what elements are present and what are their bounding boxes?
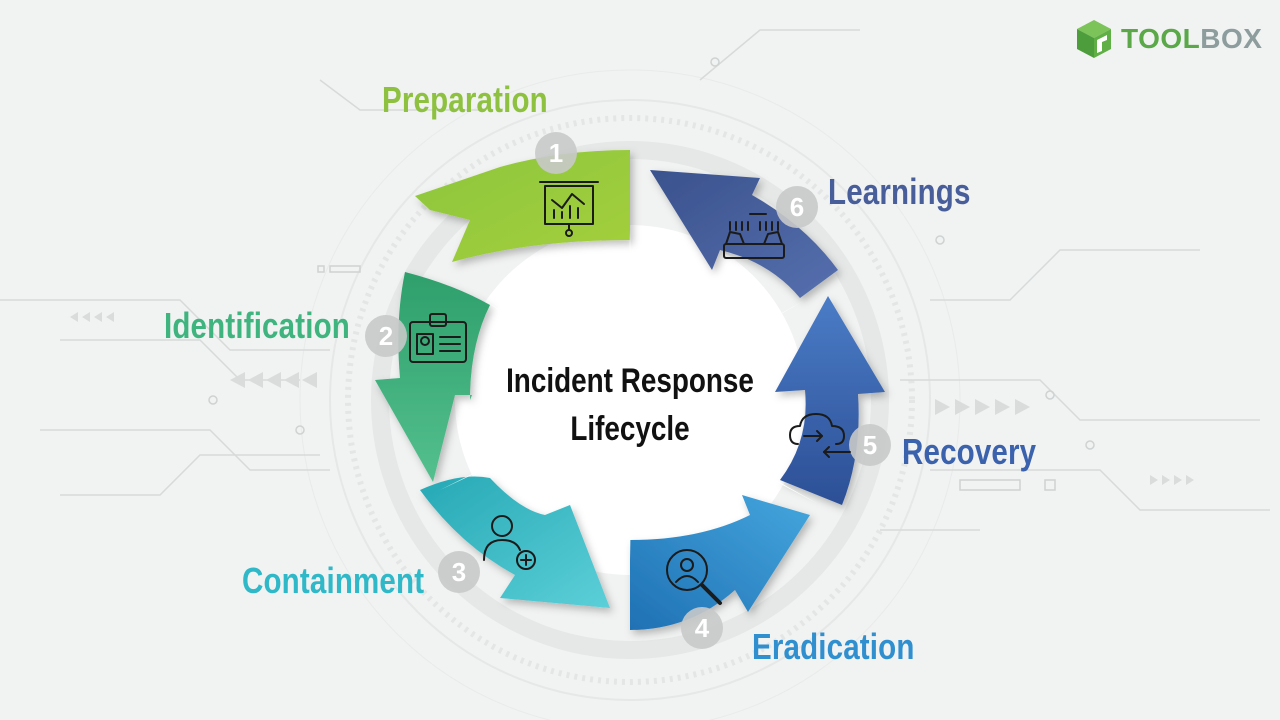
stage-label-eradication: Eradication bbox=[752, 626, 915, 667]
center-title: Incident Response Lifecycle bbox=[499, 357, 761, 453]
arrow-recovery bbox=[775, 296, 885, 505]
badge-number-4: 4 bbox=[695, 613, 710, 643]
badge-3: 3 bbox=[438, 551, 480, 593]
title-line-1: Incident Response bbox=[506, 362, 754, 400]
badge-4: 4 bbox=[681, 607, 723, 649]
stage-label-learnings: Learnings bbox=[828, 171, 971, 212]
cube-icon bbox=[1077, 20, 1111, 58]
logo-text-part2: BOX bbox=[1200, 23, 1263, 54]
badge-number-2: 2 bbox=[379, 321, 393, 351]
toolbox-logo: TOOLBOX bbox=[1075, 18, 1262, 60]
badge-number-5: 5 bbox=[863, 430, 877, 460]
magnify-user-icon bbox=[666, 549, 722, 605]
cloud-transfer-icon bbox=[789, 413, 851, 458]
badge-number-3: 3 bbox=[452, 557, 466, 587]
stage-label-recovery: Recovery bbox=[902, 431, 1037, 472]
arrow-preparation bbox=[415, 150, 630, 262]
stage-label-identification: Identification bbox=[164, 305, 350, 346]
arrow-eradication bbox=[630, 495, 810, 630]
arrow-learnings bbox=[650, 170, 838, 298]
id-badge-icon bbox=[409, 313, 467, 363]
keyboard-hands-icon bbox=[723, 213, 785, 259]
logo-text-part1: TOOL bbox=[1121, 23, 1201, 54]
stage-label-preparation: Preparation bbox=[382, 79, 548, 120]
stage-label-containment: Containment bbox=[242, 560, 425, 601]
badge-2: 2 bbox=[365, 315, 407, 357]
badge-1: 1 bbox=[535, 132, 577, 174]
badge-6: 6 bbox=[776, 186, 818, 228]
badge-5: 5 bbox=[849, 424, 891, 466]
arrow-identification bbox=[375, 272, 490, 482]
badge-number-6: 6 bbox=[790, 192, 804, 222]
presentation-chart-icon bbox=[539, 181, 599, 237]
user-add-icon bbox=[483, 515, 536, 570]
title-line-2: Lifecycle bbox=[570, 410, 690, 448]
badge-number-1: 1 bbox=[549, 138, 563, 168]
logo-text: TOOLBOX bbox=[1121, 24, 1262, 54]
